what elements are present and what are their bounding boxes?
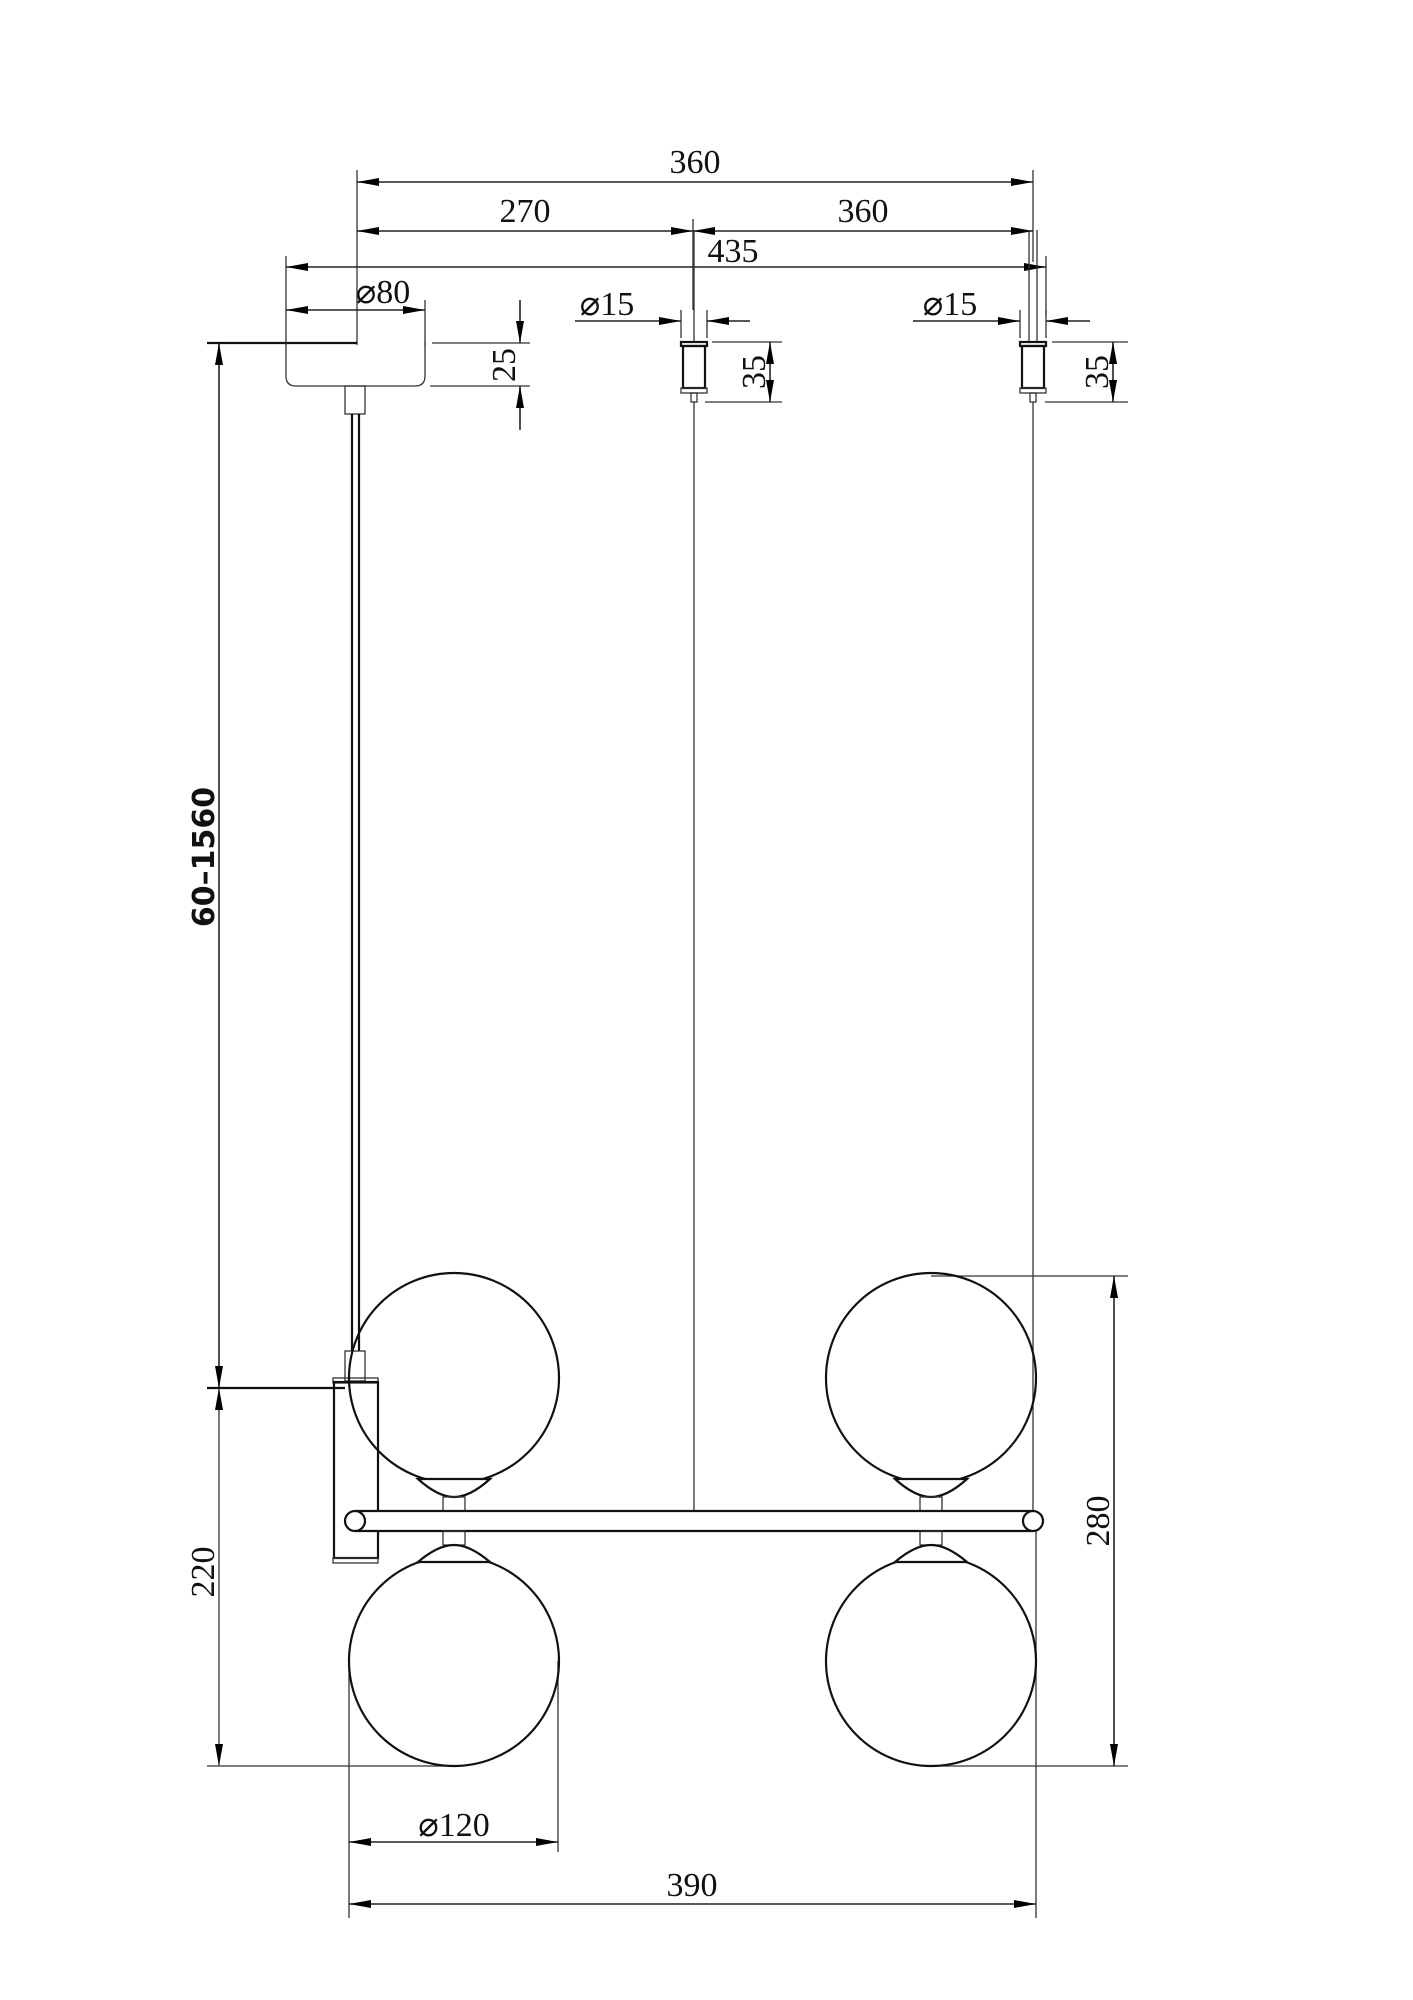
dim-canopy-diameter: ⌀80 xyxy=(286,274,426,345)
dim-label-clamp-right-diameter: ⌀15 xyxy=(923,286,977,323)
dim-clamp-mid: ⌀15 35 xyxy=(575,286,782,403)
suspension-clamp-mid xyxy=(679,230,709,403)
dim-canopy-to-mid: 270 xyxy=(357,193,693,235)
dim-label-canopy-to-right-clamp: 435 xyxy=(708,233,759,270)
dim-label-fixture-overall-width: 390 xyxy=(667,1867,718,1904)
dim-mid-to-right: 360 xyxy=(692,193,1033,310)
dim-label-fixture-overall-height: 280 xyxy=(1080,1496,1117,1547)
globe-lower-left xyxy=(347,1530,561,1768)
dim-label-mid-to-right: 360 xyxy=(838,193,889,230)
dim-label-suspension-length: 60–1560 xyxy=(187,787,222,927)
dim-label-clamp-mid-height: 35 xyxy=(736,355,773,389)
dim-label-canopy-height: 25 xyxy=(486,348,523,382)
globe-upper-left xyxy=(347,1271,561,1512)
dim-label-top-overall: 360 xyxy=(670,144,721,181)
dim-clamp-right: ⌀15 35 xyxy=(913,286,1128,403)
dim-suspension-length: 60–1560 xyxy=(187,341,357,1388)
suspension-clamp-right xyxy=(1018,230,1048,403)
vertical-bracket xyxy=(332,1377,380,1564)
dim-fixture-overall-height: 280 xyxy=(931,1275,1128,1767)
dim-fixture-overall-width: 390 xyxy=(349,1530,1037,1918)
globe-lower-right xyxy=(824,1530,1038,1768)
dim-globe-diameter: ⌀120 xyxy=(348,1661,559,1918)
dim-top-overall: 360 xyxy=(356,144,1034,345)
dim-label-fixture-body-height: 220 xyxy=(185,1547,222,1598)
dim-canopy-to-right-clamp: 435 xyxy=(285,233,1047,345)
dim-label-globe-diameter: ⌀120 xyxy=(418,1807,489,1844)
dim-fixture-body-height: 220 xyxy=(185,1386,454,1767)
ceiling-canopy xyxy=(285,343,426,415)
power-cable xyxy=(344,414,366,1382)
dim-label-clamp-right-height: 35 xyxy=(1079,355,1116,389)
dim-label-canopy-to-mid: 270 xyxy=(500,193,551,230)
dim-canopy-height: 25 xyxy=(430,300,530,430)
dim-label-clamp-mid-diameter: ⌀15 xyxy=(580,286,634,323)
globe-upper-right xyxy=(824,1271,1038,1512)
horizontal-bar xyxy=(343,1509,1045,1533)
dim-label-canopy-diameter: ⌀80 xyxy=(356,274,410,311)
